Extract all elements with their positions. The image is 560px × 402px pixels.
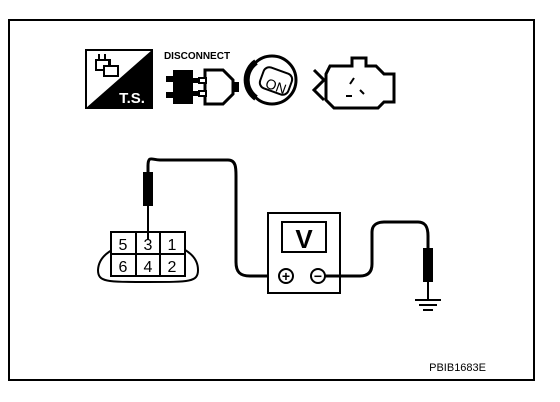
- voltmeter-display: V: [295, 224, 313, 254]
- disconnect-icon: DISCONNECT: [164, 51, 239, 106]
- ignition-label: ON: [263, 75, 288, 97]
- negative-symbol: −: [314, 268, 322, 284]
- pin-3: 3: [144, 237, 153, 254]
- ts-icon: T.S.: [85, 49, 153, 109]
- figure-id: PBIB1683E: [429, 362, 486, 374]
- ts-label: T.S.: [119, 90, 145, 107]
- pin-2: 2: [168, 259, 177, 276]
- ground-icon: [415, 299, 441, 311]
- ignition-on-icon: ON: [243, 54, 298, 106]
- disconnect-label: DISCONNECT: [164, 51, 230, 62]
- diagram-frame: [8, 19, 535, 381]
- engine-icon: [311, 56, 396, 110]
- pin-4: 4: [144, 259, 153, 276]
- positive-symbol: +: [282, 268, 290, 284]
- positive-terminal-icon: [278, 268, 294, 284]
- harness-connector: 5 3 1 6 4 2: [96, 231, 200, 283]
- voltmeter: V + −: [267, 212, 341, 294]
- positive-test-lead: [143, 157, 282, 278]
- connector-symbol-icon: [95, 54, 119, 77]
- pin-5: 5: [119, 237, 128, 254]
- negative-test-lead: [325, 220, 433, 300]
- pin-1: 1: [168, 237, 177, 254]
- pin-6: 6: [119, 259, 128, 276]
